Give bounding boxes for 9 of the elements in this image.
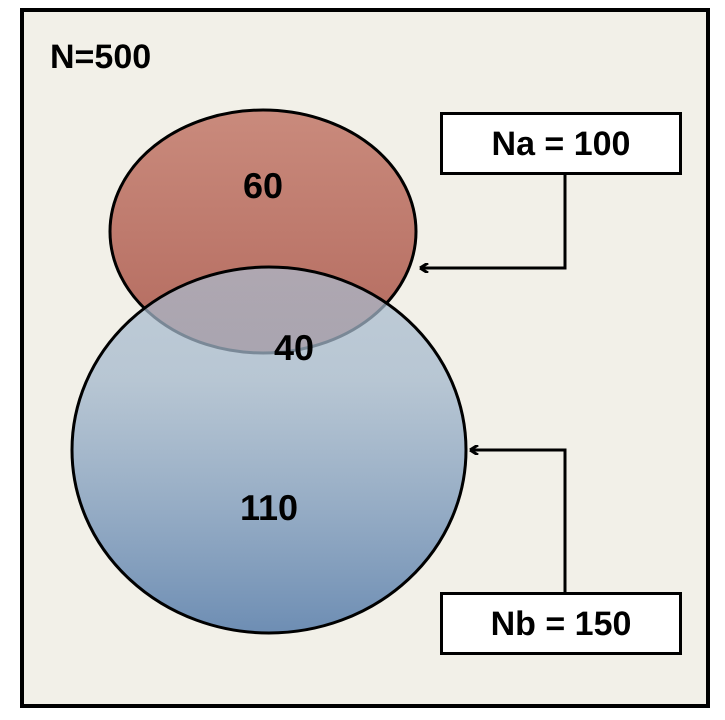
population-total: N=500 [50, 40, 152, 74]
count-value: 60 [242, 168, 284, 204]
population-frame [20, 8, 710, 708]
count-value: 110 [238, 490, 300, 526]
count-value: 40 [272, 330, 316, 366]
arrow [468, 444, 566, 592]
total-box: Na = 100 [440, 112, 682, 175]
total-box: Nb = 150 [440, 592, 682, 655]
arrow [418, 175, 566, 274]
